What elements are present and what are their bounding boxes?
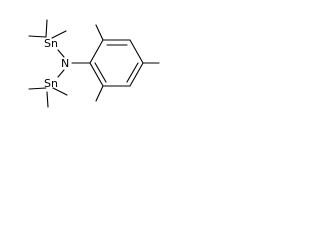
bond-ring-methyl-top (95, 24, 104, 41)
bond-nitrogen-sn-bottom (57, 69, 65, 78)
ring-double-bond-right (126, 62, 139, 83)
bond-sn-bottom-methyl-left (28, 87, 47, 90)
tin-atom-bottom-label: Sn (44, 77, 58, 90)
ring-double-bond-left (94, 62, 107, 83)
bond-ring-methyl-bottom (95, 85, 104, 102)
molecule-drawing: Sn N Sn (28, 19, 160, 108)
bond-sn-top-methyl-left (28, 35, 47, 38)
structure-canvas: Sn N Sn (0, 0, 190, 126)
bond-sn-top-methyl-right (51, 30, 67, 39)
bond-sn-bottom-methyl-right (52, 87, 68, 96)
tin-atom-top-label: Sn (44, 37, 58, 50)
bond-sn-bottom-methyl-down (46, 91, 49, 108)
nitrogen-atom-label: N (61, 57, 69, 70)
aromatic-ring (89, 39, 144, 87)
bond-sn-top-methyl-up (45, 19, 48, 38)
bond-sn-top-nitrogen (57, 49, 65, 58)
